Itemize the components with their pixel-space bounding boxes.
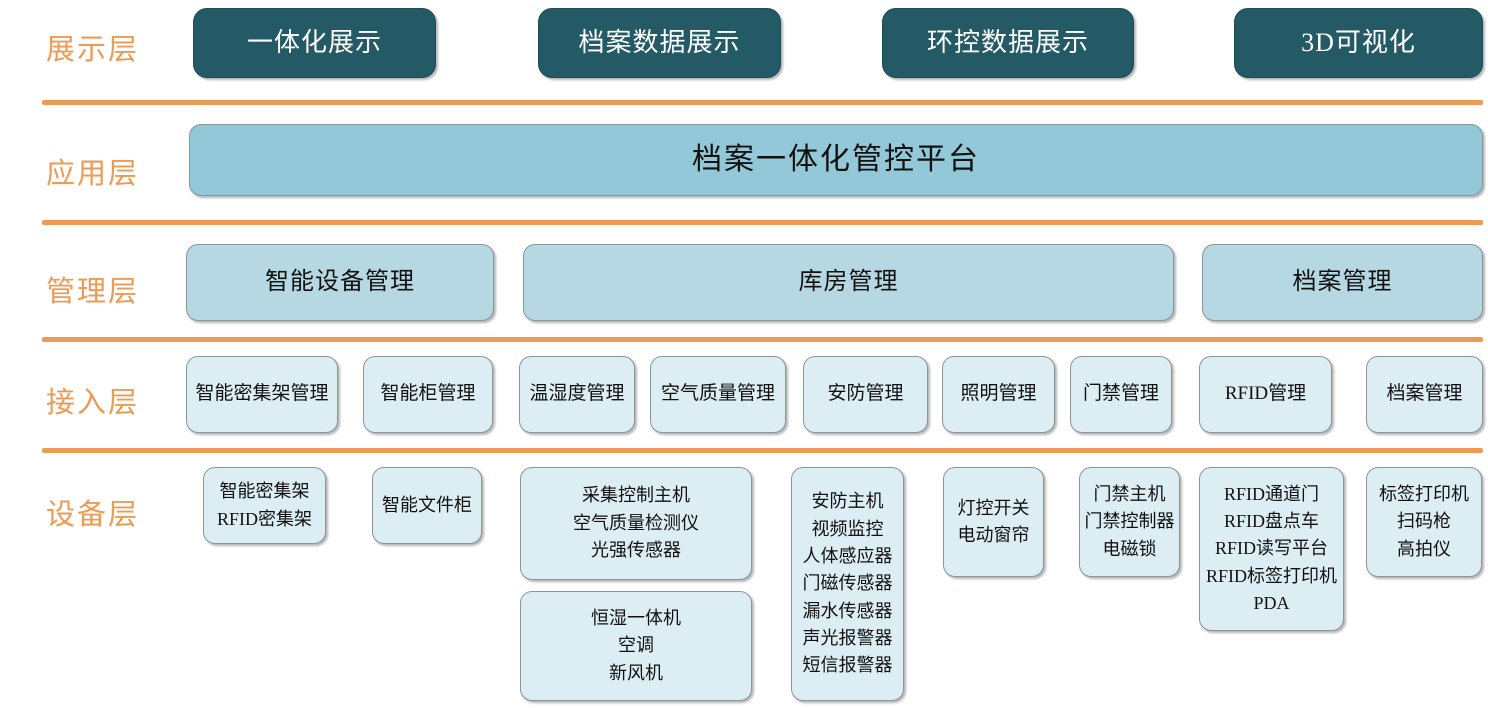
- node-text: 安防管理: [827, 383, 904, 405]
- node-text: 灯控开关 电动窗帘: [957, 497, 1030, 545]
- access-node-lighting-management[interactable]: 照明管理: [942, 356, 1055, 433]
- node-text: 智能设备管理: [265, 268, 415, 295]
- layer-divider-3: [42, 337, 1483, 342]
- presentation-node-environment-data-display[interactable]: 环控数据展示: [882, 8, 1134, 78]
- layer-divider-2: [42, 220, 1483, 225]
- access-node-archive-management[interactable]: 档案管理: [1366, 356, 1483, 433]
- node-text: 环控数据展示: [926, 28, 1089, 58]
- node-text: 智能文件柜: [382, 494, 472, 515]
- node-text: 恒湿一体机 空调 新风机: [591, 607, 681, 683]
- access-node-air-quality-management[interactable]: 空气质量管理: [650, 356, 786, 433]
- access-node-smart-mobile-shelf-management[interactable]: 智能密集架管理: [186, 356, 338, 433]
- device-node-light-control-switch[interactable]: 灯控开关 电动窗帘: [943, 467, 1044, 577]
- node-text: 档案数据展示: [578, 28, 741, 58]
- device-node-smart-mobile-shelf[interactable]: 智能密集架 RFID密集架: [203, 467, 326, 544]
- access-node-security-management[interactable]: 安防管理: [803, 356, 928, 433]
- access-node-temperature-humidity-management[interactable]: 温湿度管理: [519, 356, 635, 433]
- layer-label-application: 应用层: [46, 158, 140, 190]
- node-text: 照明管理: [960, 383, 1037, 405]
- layer-divider-4: [42, 448, 1483, 453]
- access-node-door-access-management[interactable]: 门禁管理: [1070, 356, 1172, 433]
- node-text: 智能柜管理: [380, 383, 476, 405]
- presentation-node-integrated-display[interactable]: 一体化展示: [193, 8, 436, 78]
- device-node-smart-file-cabinet[interactable]: 智能文件柜: [372, 467, 482, 544]
- presentation-node-archive-data-display[interactable]: 档案数据展示: [538, 8, 781, 78]
- node-text: 档案一体化管控平台: [692, 143, 980, 177]
- management-node-warehouse-management[interactable]: 库房管理: [523, 244, 1174, 321]
- node-text: RFID通道门 RFID盘点车 RFID读写平台 RFID标签打印机 PDA: [1205, 483, 1337, 614]
- node-text: 标签打印机 扫码枪 高拍仪: [1379, 483, 1469, 559]
- layer-label-device: 设备层: [46, 499, 140, 531]
- node-text: 门禁主机 门禁控制器 电磁锁: [1084, 483, 1175, 559]
- node-text: 温湿度管理: [529, 383, 625, 405]
- node-text: 智能密集架管理: [195, 383, 329, 405]
- node-text: RFID管理: [1224, 383, 1307, 405]
- application-node-archive-management-platform[interactable]: 档案一体化管控平台: [189, 124, 1483, 196]
- device-node-access-control-host[interactable]: 门禁主机 门禁控制器 电磁锁: [1079, 467, 1180, 577]
- node-text: 一体化展示: [246, 28, 382, 58]
- node-text: 档案管理: [1292, 268, 1393, 295]
- node-text: 3D可视化: [1301, 28, 1416, 58]
- layer-divider-1: [42, 100, 1483, 105]
- access-node-smart-cabinet-management[interactable]: 智能柜管理: [363, 356, 493, 433]
- node-text: 档案管理: [1386, 383, 1463, 405]
- device-node-rfid-equipment[interactable]: RFID通道门 RFID盘点车 RFID读写平台 RFID标签打印机 PDA: [1199, 467, 1344, 631]
- presentation-node-3d-visualization[interactable]: 3D可视化: [1234, 8, 1483, 78]
- node-text: 安防主机 视频监控 人体感应器 门磁传感器 漏水传感器 声光报警器 短信报警器: [802, 491, 893, 676]
- node-text: 智能密集架 RFID密集架: [216, 481, 312, 529]
- layer-label-presentation: 展示层: [46, 34, 140, 66]
- node-text: 门禁管理: [1082, 383, 1159, 405]
- node-text: 采集控制主机 空气质量检测仪 光强传感器: [573, 485, 699, 561]
- layer-label-access: 接入层: [46, 387, 140, 419]
- management-node-smart-device-management[interactable]: 智能设备管理: [186, 244, 494, 321]
- layer-label-management: 管理层: [46, 276, 140, 308]
- management-node-archive-management[interactable]: 档案管理: [1202, 244, 1483, 321]
- device-node-humidity-ac-unit[interactable]: 恒湿一体机 空调 新风机: [520, 591, 752, 701]
- device-node-label-printer[interactable]: 标签打印机 扫码枪 高拍仪: [1366, 467, 1482, 577]
- device-node-security-host[interactable]: 安防主机 视频监控 人体感应器 门磁传感器 漏水传感器 声光报警器 短信报警器: [791, 467, 904, 701]
- node-text: 库房管理: [798, 268, 899, 295]
- access-node-rfid-management[interactable]: RFID管理: [1199, 356, 1332, 433]
- device-node-collection-control-host[interactable]: 采集控制主机 空气质量检测仪 光强传感器: [520, 467, 752, 580]
- node-text: 空气质量管理: [660, 383, 775, 405]
